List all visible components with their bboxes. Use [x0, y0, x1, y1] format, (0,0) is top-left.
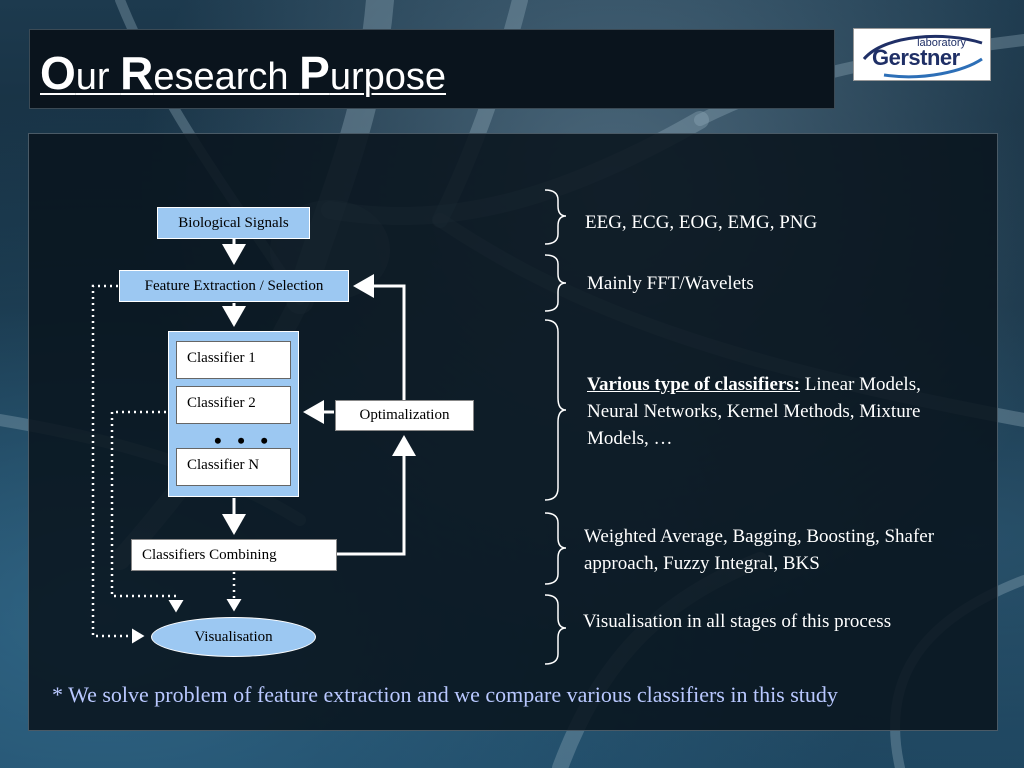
title-rest-research: esearch [153, 56, 300, 98]
logo-text-big: Gerstner [872, 45, 960, 70]
logo-swoosh-icon [862, 34, 983, 79]
brace-classifiers [544, 319, 567, 501]
classifiers-combining-box: Classifiers Combining [131, 539, 337, 571]
page-title: Our Research Purpose [40, 46, 446, 100]
title-bar: Our Research Purpose [29, 29, 835, 109]
optimalization-box: Optimalization [335, 400, 474, 431]
title-cap-p: P [299, 47, 330, 99]
annotation-classifiers-text: Linear Models, Neural Networks, Kernel M… [587, 374, 921, 449]
dotted-classifiers-to-visualisation [110, 410, 184, 613]
brace-visualisation [544, 594, 567, 665]
biological-signals-box: Biological Signals [157, 207, 310, 239]
annotation-signals: EEG, ECG, EOG, EMG, PNG [585, 212, 818, 233]
title-cap-r: R [120, 47, 154, 99]
arrow-optimalization-to-features [353, 274, 406, 400]
classifier-n-box: Classifier N [176, 448, 291, 486]
classifier-2-box: Classifier 2 [176, 386, 291, 424]
gerstner-logo: laboratory Gerstner [853, 28, 991, 81]
annotation-classifiers: Various type of classifiers: Linear Mode… [587, 371, 932, 452]
footnote: * We solve problem of feature extraction… [52, 682, 838, 707]
annotation-visualisation: Visualisation in all stages of this proc… [583, 611, 892, 632]
classifier-1-box: Classifier 1 [176, 341, 291, 379]
arrow-combining-to-optimalization [337, 435, 416, 556]
title-cap-o: O [40, 47, 76, 99]
annotation-classifiers-highlight: Various type of classifiers: [587, 374, 801, 395]
brace-combining [544, 512, 567, 585]
annotation-combining: Weighted Average, Bagging, Boosting, Sha… [584, 526, 935, 574]
brace-features [544, 254, 567, 312]
visualisation-ellipse: Visualisation [151, 617, 316, 657]
brace-signals [544, 189, 567, 245]
feature-extraction-box: Feature Extraction / Selection [119, 270, 349, 302]
annotation-features: Mainly FFT/Wavelets [587, 273, 754, 294]
title-rest-our: ur [75, 56, 121, 98]
logo-text-small: laboratory [917, 37, 966, 49]
title-rest-purpose: urpose [329, 56, 447, 98]
dotted-features-to-visualisation [91, 284, 145, 644]
